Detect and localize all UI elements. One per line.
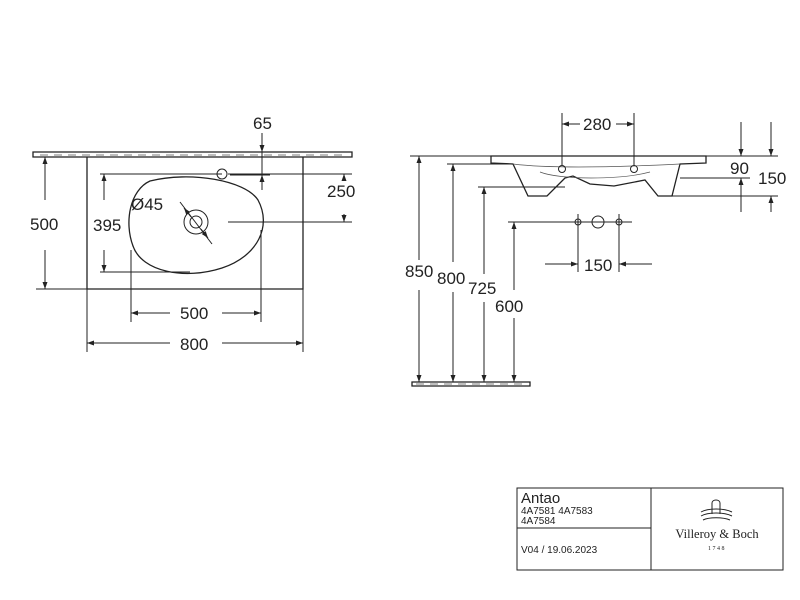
article-numbers-line1: 4A7581 4A7583 [521,506,593,517]
title-block: Antao 4A7581 4A7583 4A7584 V04 / 19.06.2… [516,487,784,571]
basin-rim [32,151,353,158]
floor-line [411,381,531,387]
dim-150-bottom-label: 150 [584,256,612,275]
dim-725-label: 725 [468,279,496,298]
version-date: V04 / 19.06.2023 [521,545,598,556]
bowl-outline [128,176,264,275]
dim-500-height-label: 500 [30,215,58,234]
drain-inner [189,215,203,229]
dim-90-label: 90 [730,159,749,178]
side-view: 280 90 150 150 850 800 725 600 [405,113,786,387]
dim-800-label: 800 [180,335,208,354]
product-name: Antao [521,490,560,507]
dim-65-label: 65 [253,114,272,133]
drain-outer [183,209,209,235]
dim-150-right-label: 150 [758,169,786,188]
dim-800-label-side: 800 [437,269,465,288]
dim-280-label: 280 [583,115,611,134]
basin-body-outline [86,157,304,290]
brand-name: Villeroy & Boch [675,527,759,541]
connection-center [591,215,605,229]
dim-600-label: 600 [495,297,523,316]
dim-500-width-label: 500 [180,304,208,323]
article-numbers-line2: 4A7584 [521,516,556,527]
basin-section [490,155,707,197]
dim-250-label: 250 [327,182,355,201]
dim-850-label: 850 [405,262,433,281]
brand-year: 1748 [708,546,726,552]
dim-395-label: 395 [93,216,121,235]
brand-logo-icon [700,499,733,521]
top-view: 65 250 500 395 Ø45 500 800 [30,114,355,354]
dim-diameter-45-label: Ø45 [131,195,163,214]
